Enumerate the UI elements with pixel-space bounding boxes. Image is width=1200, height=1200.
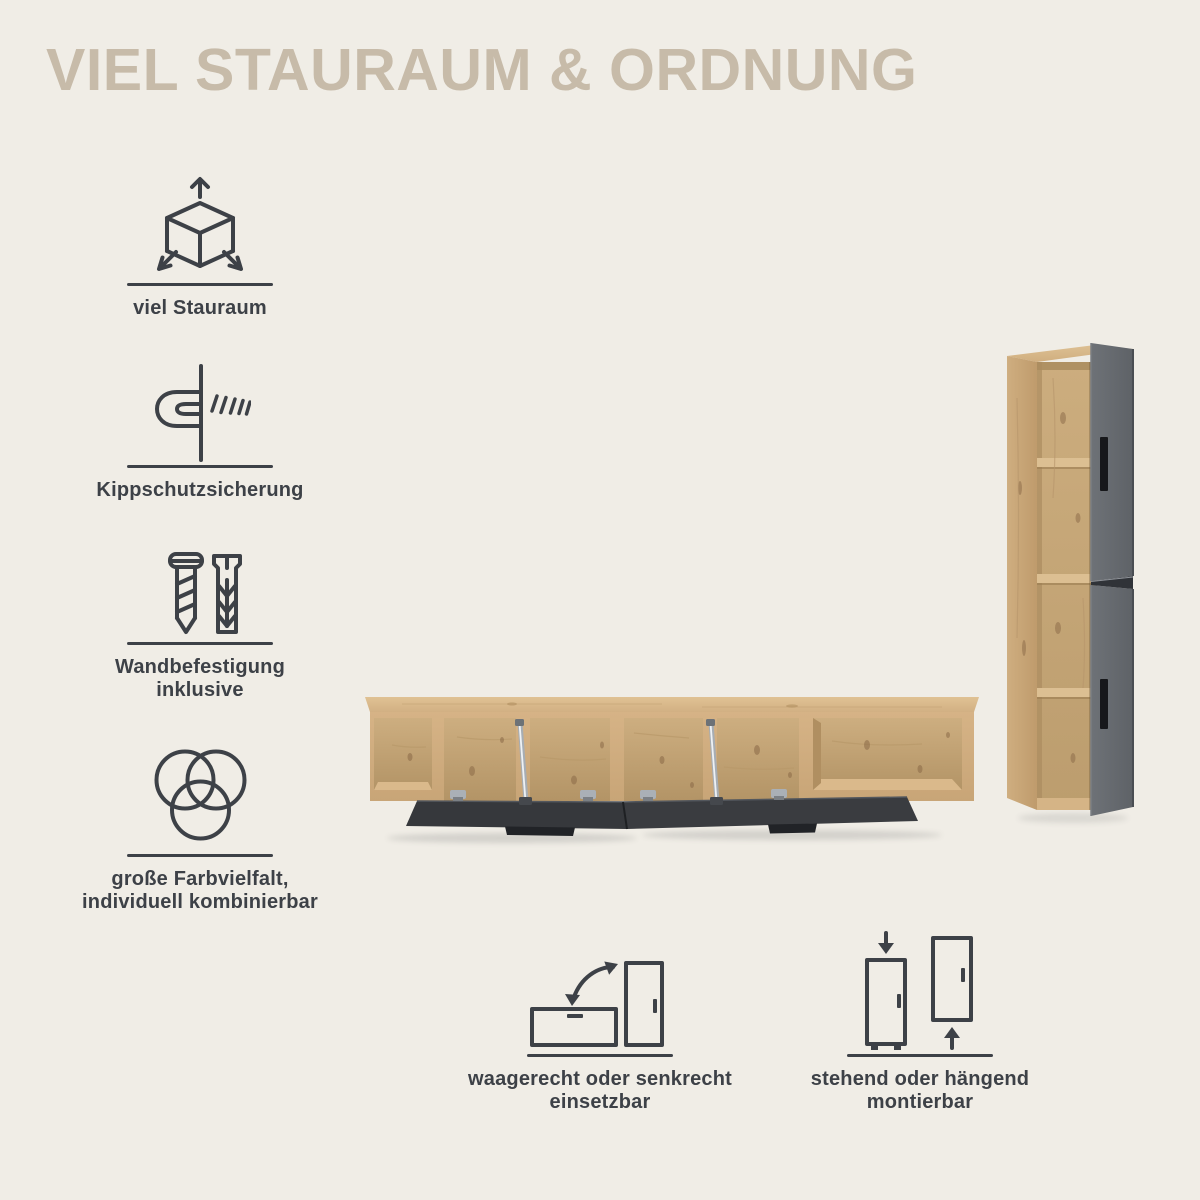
overlapping-circles-icon xyxy=(154,749,246,841)
feature-label: stehend oder hängend montierbar xyxy=(810,1068,1030,1113)
feature-label: viel Stauraum xyxy=(133,297,267,319)
feature-label: waagerecht oder senkrecht einsetzbar xyxy=(468,1068,732,1113)
tall-cabinet-product-image xyxy=(1007,343,1134,823)
feature-wandbefestigung: Wandbefestigung inklusive xyxy=(40,548,360,702)
divider-line xyxy=(847,1054,993,1057)
screw-and-dowel-icon xyxy=(168,552,242,634)
divider-line xyxy=(127,283,273,286)
feature-waagerecht-senkrecht: waagerecht oder senkrecht einsetzbar xyxy=(440,952,760,1114)
feature-label: Wandbefestigung inklusive xyxy=(114,656,286,701)
divider-line xyxy=(127,642,273,645)
divider-line xyxy=(127,854,273,857)
feature-farbvielfalt: große Farbvielfalt, individuell kombinie… xyxy=(40,744,360,914)
feature-kippschutzsicherung: Kippschutzsicherung xyxy=(40,364,360,502)
feature-label: große Farbvielfalt, individuell kombinie… xyxy=(82,868,318,913)
feature-stehend-haengend: stehend oder hängend montierbar xyxy=(760,930,1080,1114)
anti-tip-wall-screw-icon xyxy=(155,364,251,462)
lowboard-product-image xyxy=(365,697,979,843)
horizontal-or-vertical-cabinet-icon xyxy=(530,961,664,1047)
divider-line xyxy=(127,465,273,468)
standing-or-hanging-cabinet-icon xyxy=(865,931,973,1050)
divider-line xyxy=(527,1054,673,1057)
feature-viel-stauraum: viel Stauraum xyxy=(40,176,360,320)
page-title: VIEL STAURAUM & ORDNUNG xyxy=(46,37,918,103)
feature-label: Kippschutzsicherung xyxy=(96,479,304,501)
storage-cube-arrows-icon xyxy=(157,177,243,271)
